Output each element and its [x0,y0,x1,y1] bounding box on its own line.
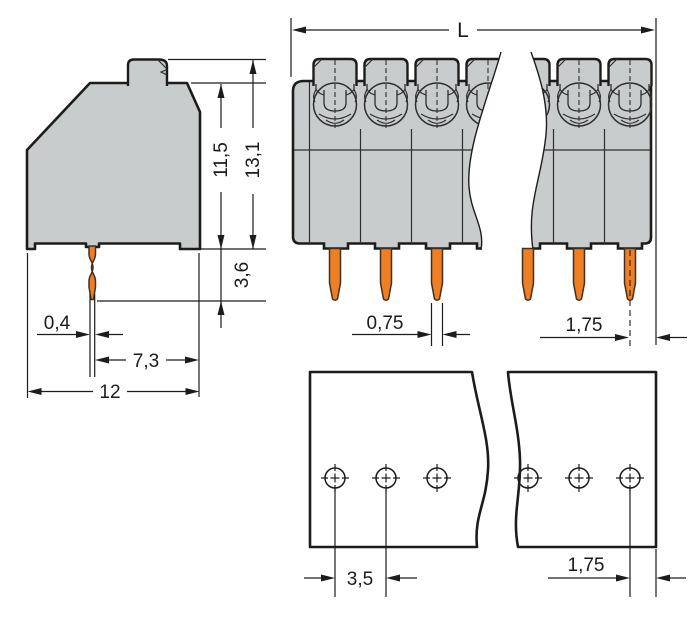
front-view: L 0,75 1,75 [290,18,687,346]
drilling-plan: 3,5 1,75 [304,370,686,597]
dim-label-hole-edge-distance: 1,75 [568,555,605,576]
latch-tab-side [126,58,169,86]
side-view-arrowheads [27,60,257,395]
front-view-dimension-lines [290,18,687,346]
break-line-front-left [468,51,502,251]
dim-label-depth: 12 [99,382,120,403]
side-view: 11,5 13,1 3,6 0,4 7,3 12 [25,58,266,403]
front-solder-pins [328,247,637,301]
latch-notch [159,68,168,76]
dim-label-height-total: 13,1 [243,142,264,179]
latch-chamfer-line [157,59,168,70]
housing-side [25,81,202,251]
pcb-outline-left [308,370,490,549]
dim-label-pin-width: 0,75 [367,313,404,334]
drilling-plan-arrowheads [321,574,670,582]
pcb-outline-right [506,370,658,549]
dim-label-pin-protrusion: 3,6 [232,262,253,288]
drilling-plan-dimension-lines [304,489,686,597]
dim-label-pin-to-edge: 7,3 [133,351,159,372]
front-right-segment [531,57,653,250]
break-line-front-right [530,51,548,251]
dim-label-height-upper: 11,5 [211,142,232,178]
dim-label-length: L [457,19,469,42]
solder-pin-side [88,245,97,301]
dim-label-pin-thickness: 0,4 [44,313,71,334]
front-view-arrowheads [292,26,670,341]
dim-label-pin-edge-distance: 1,75 [566,315,603,336]
dim-label-hole-pitch: 3,5 [347,569,373,590]
